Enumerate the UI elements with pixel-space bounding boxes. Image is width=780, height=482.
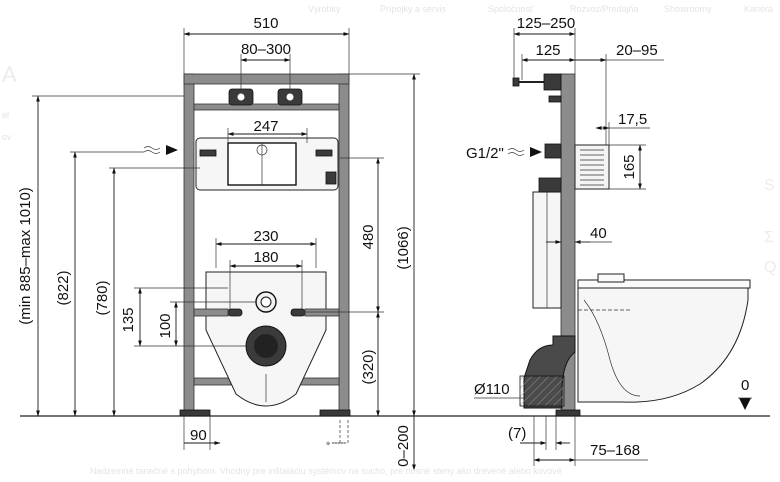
inlet-arrow-icon: [166, 145, 178, 155]
dim-bolt-outer: 230: [253, 228, 278, 245]
edge-fragment: Q: [764, 259, 776, 276]
edge-fragment: el: [2, 110, 9, 120]
edge-fragment: A: [2, 62, 17, 87]
cistern-clip: [325, 171, 337, 185]
overlay-menu-item: Spoločnosť: [488, 4, 534, 14]
drain-outlet-bore: [254, 334, 278, 358]
side-frame-foot: [555, 409, 581, 417]
bolt-bar-right: [304, 308, 340, 317]
mounting-bolt-left: [227, 308, 243, 317]
dim-bolt-inner: 180: [253, 249, 278, 266]
seat-hinge: [597, 273, 625, 283]
foot-caption: ⊕ =====: [326, 441, 346, 447]
frame-post-right: [338, 73, 350, 413]
dim-inlet-offset: 20–95: [616, 42, 658, 59]
edge-fragment: Σ: [764, 229, 774, 246]
edge-fragment: ov: [2, 132, 12, 142]
side-view: 125–250 125 20–95 17,5 G1/2" 165 40 Ø110: [466, 15, 752, 466]
footer-caption: Nadzemné tanečné s pohybom. Vhodný pre i…: [90, 466, 562, 476]
anchor-clip: [548, 95, 562, 103]
flush-plate-ribs: [580, 149, 604, 186]
dim-foot-adjust: 0–200: [395, 425, 412, 467]
edge-fragment: S: [764, 177, 775, 194]
cistern-top-valve: [538, 177, 562, 193]
frame-top-rail: [183, 73, 350, 85]
dim-inlet-height: (822): [55, 270, 72, 305]
overlay-menu-item: Showroomy: [664, 4, 712, 14]
dim-inlet-depth: 17,5: [618, 111, 647, 128]
cistern-inlet-fitting: [199, 149, 217, 157]
front-view: 510 80–300 247 230 180 (min 885–max 1010…: [17, 15, 420, 471]
overlay-menu-item: Kariéra: [744, 4, 773, 14]
dim-135: 135: [120, 307, 137, 332]
overlay-menu-item: Výrobky: [308, 4, 341, 14]
dim-100: 100: [157, 313, 174, 338]
dim-overall-height: (1066): [395, 226, 412, 269]
flush-plate-box: [574, 144, 610, 190]
edge-fragments: A el ov S Σ Q: [2, 62, 776, 276]
dim-height-range: (min 885–max 1010): [17, 187, 34, 325]
label-floor-level: 0: [741, 377, 749, 394]
frame-foot-right: [319, 409, 351, 417]
bracket-hole: [286, 93, 294, 101]
label-outlet-diameter: Ø110: [474, 381, 510, 398]
bracket-hole: [237, 93, 245, 101]
frame-foot-left: [179, 409, 211, 417]
floor-level-marker-icon: [739, 398, 751, 410]
dim-width: 510: [253, 15, 278, 32]
inlet-wave-icon: [143, 146, 161, 154]
drain-pipe-ribs: [519, 375, 565, 407]
toilet-bowl: [577, 281, 749, 403]
dim-flush-height: (780): [94, 280, 111, 315]
frame-cross-bar: [193, 103, 340, 111]
toilet-seat: [577, 279, 751, 289]
bowl-inner-contour: [583, 299, 641, 397]
dim-depth-range: 125–250: [517, 15, 575, 32]
water-inlet-bore: [260, 296, 272, 308]
dim-inlet-height-side: 165: [621, 154, 638, 179]
inlet-valve: [544, 143, 562, 159]
dim-frame-depth: 40: [590, 225, 607, 242]
label-inlet-thread: G1/2": [466, 145, 504, 162]
side-inlet-wave-icon: [507, 148, 525, 156]
dim-bowl-projection: 75–168: [590, 442, 640, 459]
dim-foot-offset: 90: [190, 427, 207, 444]
dim-outlet-offset: (7): [508, 425, 526, 442]
side-inlet-arrow-icon: [530, 147, 542, 157]
dim-outlet-height: (320): [360, 349, 377, 384]
cistern-fitting: [315, 149, 333, 157]
frame-post-left: [183, 73, 195, 413]
bolt-bar-left: [193, 308, 229, 317]
flush-valve: [256, 144, 268, 156]
overlay-menu-item: Rozvoz/Predajňa: [570, 4, 639, 14]
wall-anchor-end: [512, 77, 520, 87]
anchor-bracket: [543, 73, 562, 91]
dim-mount-spacing: 80–300: [241, 41, 291, 58]
dim-480: 480: [360, 224, 377, 249]
dim-flush-plate: 247: [253, 118, 278, 135]
mounting-bolt-right: [290, 308, 306, 317]
dim-depth-fixed: 125: [535, 42, 560, 59]
overlay-menu-item: Prípojky a servis: [380, 4, 447, 14]
overlay-menu: Výrobky Prípojky a servis Spoločnosť Roz…: [308, 4, 773, 14]
